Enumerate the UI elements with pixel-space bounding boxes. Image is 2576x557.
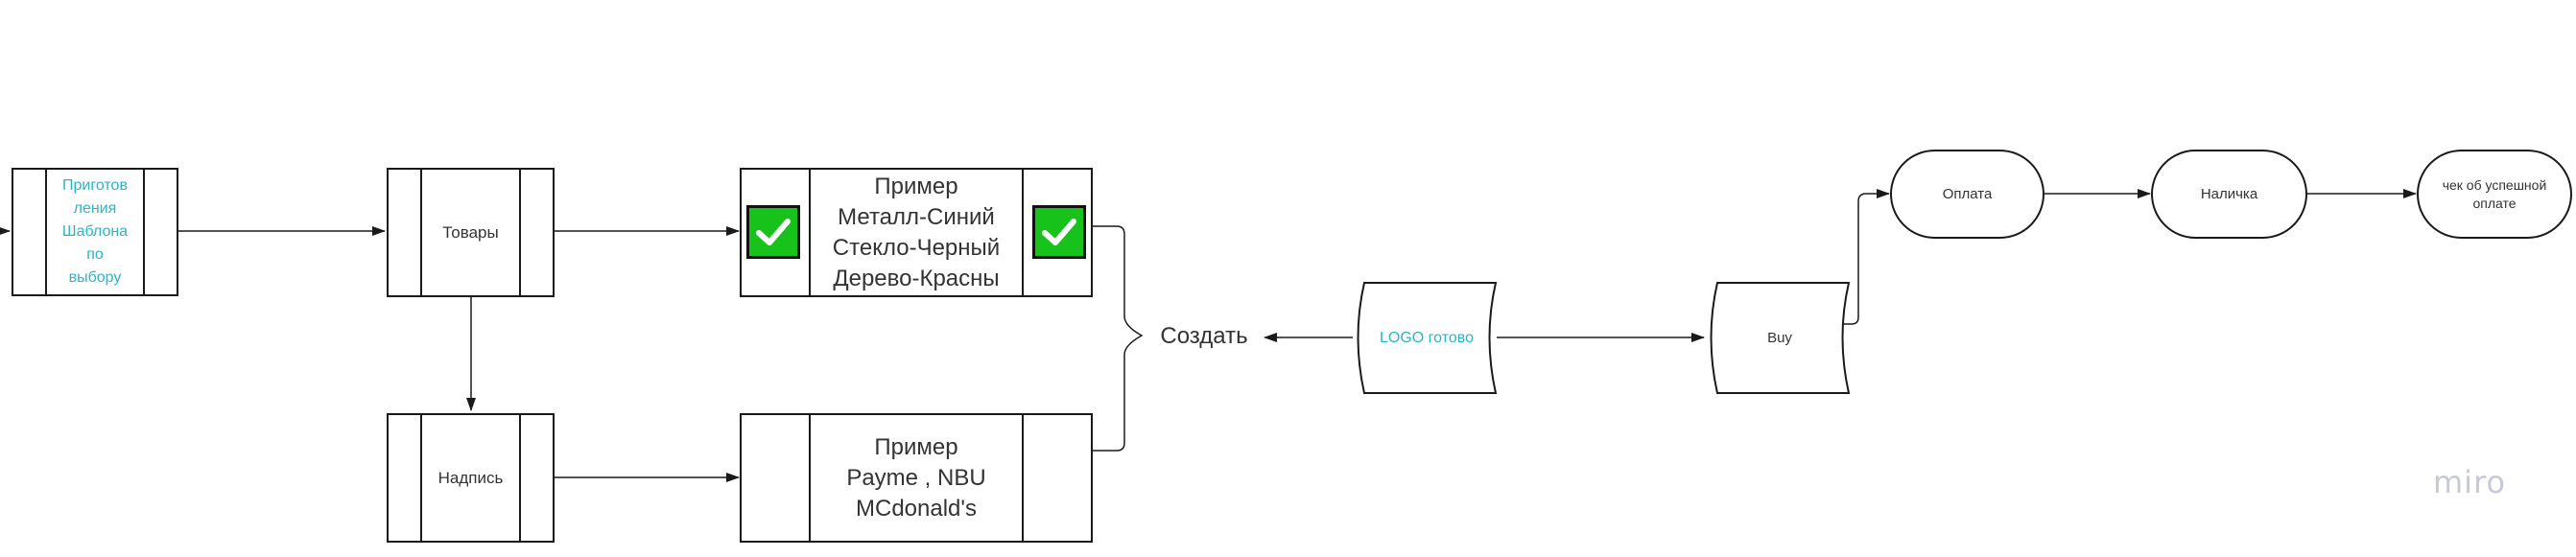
goods-label: Товары <box>442 222 499 242</box>
inscription-label: Надпись <box>437 468 504 487</box>
materials-example-node[interactable]: Пример Металл-Синий Стекло-Черный Дерево… <box>740 168 1093 297</box>
create-node[interactable]: Создать <box>1151 316 1257 357</box>
brands-example-label: Пример Payme , NBU MCdonald's <box>846 433 986 522</box>
template-prep-node[interactable]: Приготов ления Шаблона по выбору <box>12 168 178 296</box>
miro-watermark: miro <box>2433 464 2507 500</box>
logo-ready-label: LOGO готово <box>1380 329 1474 346</box>
create-label: Создать <box>1160 323 1248 349</box>
logo-ready-node[interactable]: LOGO готово <box>1355 283 1499 393</box>
inscription-node[interactable]: Надпись <box>387 413 555 543</box>
template-prep-label: Приготов ления Шаблона по выбору <box>61 177 129 286</box>
checkmark-icon <box>746 205 800 259</box>
logo-ready-shape <box>1357 282 1498 394</box>
buy-shape <box>1710 282 1851 394</box>
brands-example-node[interactable]: Пример Payme , NBU MCdonald's <box>740 413 1093 543</box>
checkmark-icon <box>1032 205 1086 259</box>
payment-label: Оплата <box>1942 186 1993 202</box>
payment-node[interactable]: Оплата <box>1890 150 2044 239</box>
brace-connector <box>1093 225 1144 452</box>
edge-buy-payment <box>1839 189 1890 325</box>
receipt-label: чек об успешной оплате <box>2442 176 2547 211</box>
buy-node[interactable]: Buy <box>1708 283 1852 393</box>
buy-label: Buy <box>1767 330 1792 346</box>
cash-node[interactable]: Наличка <box>2151 150 2307 239</box>
receipt-node[interactable]: чек об успешной оплате <box>2417 150 2572 239</box>
materials-example-label: Пример Металл-Синий Стекло-Черный Дерево… <box>832 173 1001 291</box>
goods-node[interactable]: Товары <box>387 168 555 297</box>
cash-label: Наличка <box>2200 186 2258 202</box>
